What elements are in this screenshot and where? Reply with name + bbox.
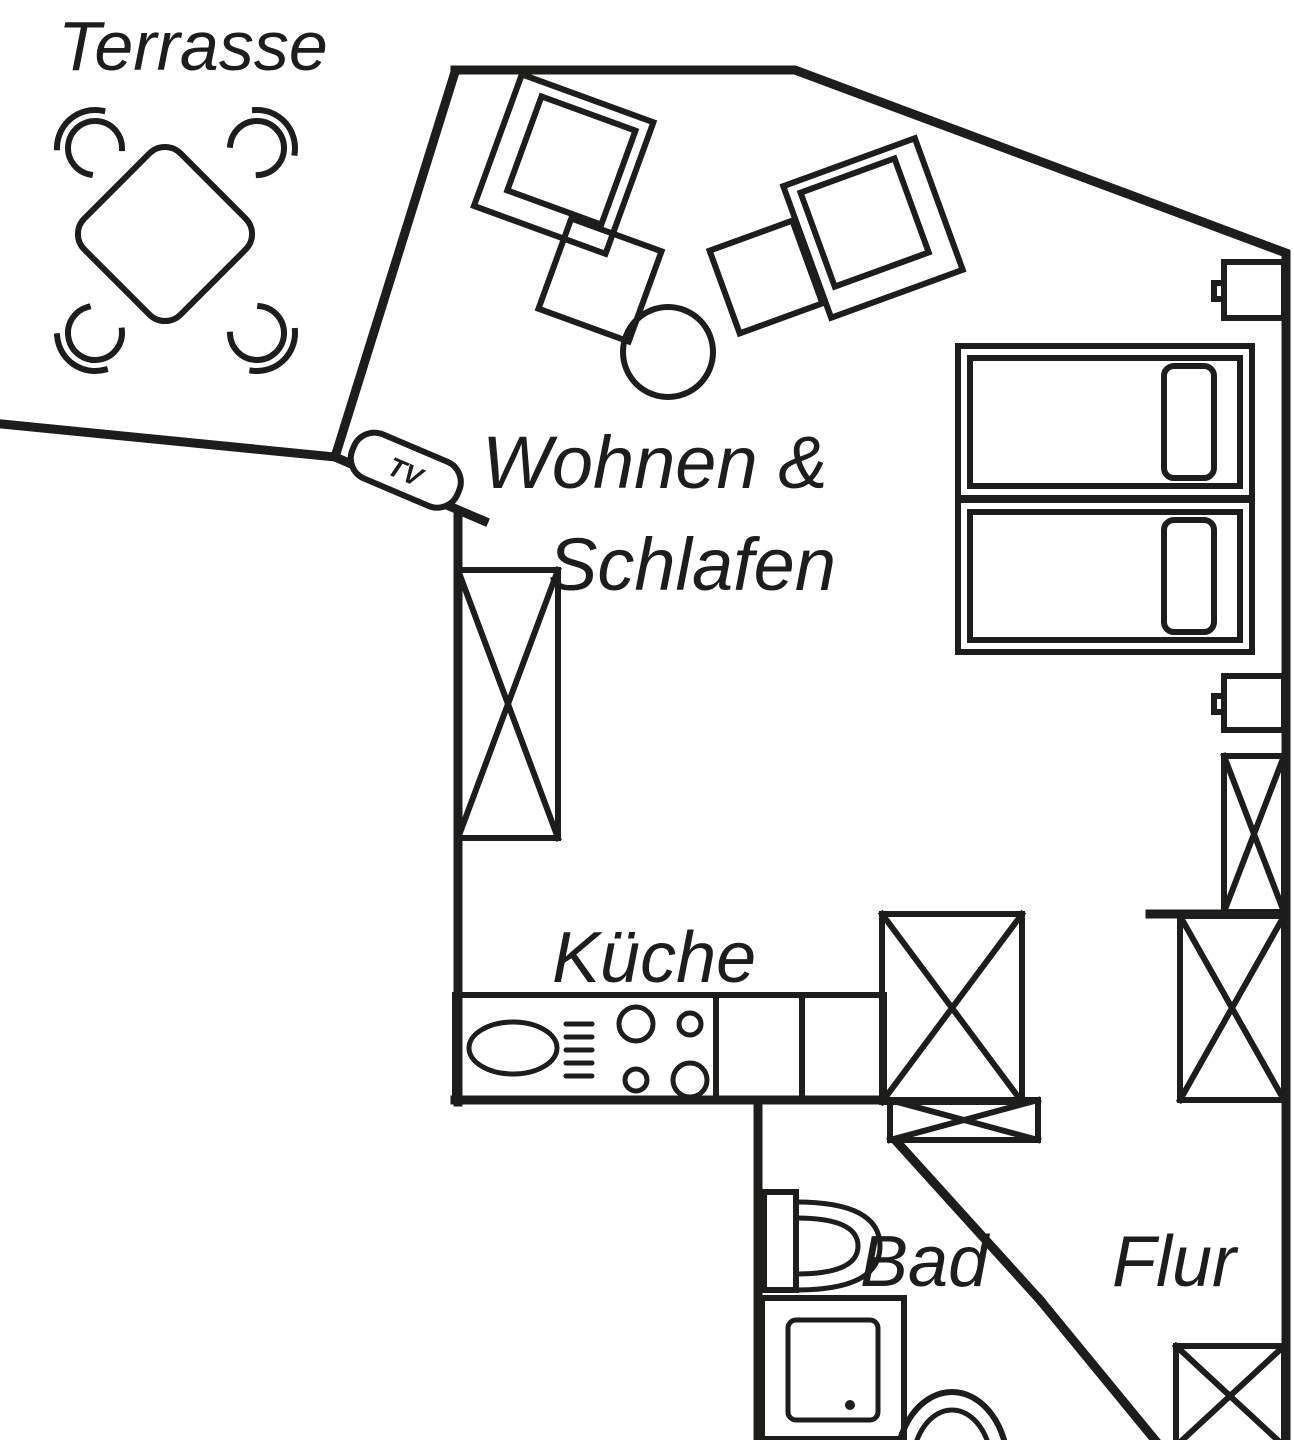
bed-pillow [1161, 363, 1217, 481]
chair-back-arc [216, 107, 298, 189]
living-room: Wohnen & Schlafen [470, 70, 967, 606]
bathroom: Bad [759, 1189, 1008, 1440]
chair-back-arc [54, 107, 136, 189]
dish-drainer-icon [563, 1021, 595, 1079]
stool-top [534, 214, 666, 346]
stool-icon [705, 216, 827, 338]
shower-icon [759, 1295, 907, 1440]
kitchen-room: Küche [452, 918, 887, 1103]
bed-mattress [967, 355, 1243, 489]
double-bed-icon [955, 343, 1255, 655]
armchair-outer [470, 70, 658, 258]
wardrobe-right-icon [1175, 911, 1289, 1105]
hallway: Flur [1112, 1222, 1289, 1440]
burner [622, 1066, 650, 1094]
terrace-table-top [74, 143, 256, 325]
living-room-label-line1: Wohnen & [482, 421, 828, 504]
wardrobe-bottom-icon [1171, 1341, 1289, 1440]
armchair-icon [779, 134, 967, 322]
shower-tray [785, 1317, 881, 1423]
chair-seat-arc [227, 118, 287, 178]
armchair-icon [470, 70, 658, 258]
chair-seat-arc [65, 118, 125, 178]
terrace-room: Terrasse [54, 7, 328, 374]
stool-icon [534, 214, 666, 346]
washbasin-bowl-inner [793, 1215, 861, 1277]
washbasin-back [761, 1189, 799, 1293]
wardrobe-body [1221, 753, 1287, 915]
terrace-room-label: Terrasse [58, 7, 328, 85]
wardrobe-body [1177, 913, 1287, 1103]
tv-body [347, 429, 464, 511]
radiator-icon [1221, 673, 1287, 733]
bath-room-label: Bad [860, 1222, 990, 1302]
washbasin-icon [761, 1189, 883, 1293]
terrace-chair-icon [216, 292, 298, 374]
wardrobe-left-icon [454, 566, 562, 842]
chair-seat-arc [65, 303, 125, 363]
armchair-seat [503, 92, 640, 229]
shower-enclosure [759, 1295, 907, 1440]
chair-back-arc [216, 292, 298, 374]
bed-mattress [967, 509, 1243, 643]
chair-seat-arc [227, 303, 287, 363]
right-wall-fixtures [1175, 259, 1289, 1105]
hall-room-label: Flur [1112, 1222, 1239, 1302]
wardrobe-x-brace [1171, 1341, 1289, 1440]
walls [0, 65, 1291, 1440]
tv-icon: TV [347, 429, 464, 511]
stove-icon [616, 1004, 710, 1100]
wardrobe-body [1173, 1343, 1287, 1440]
armchair-outer [779, 134, 967, 322]
burner [616, 1004, 656, 1044]
bath-hall-divider-upper [890, 1135, 1047, 1307]
terrace-table-icon [74, 143, 256, 325]
kitchen-counter [452, 992, 887, 1103]
kitchen-sink-icon [466, 1019, 560, 1077]
terrace-chair-icon [216, 107, 298, 189]
cabinet-body [887, 1097, 1041, 1143]
toilet-outer [896, 1389, 1008, 1440]
wardrobe-tall-icon [1220, 752, 1288, 916]
armchair-seat [796, 154, 933, 291]
side-table-icon [620, 304, 716, 400]
bed-pillow [1161, 517, 1217, 635]
kitchen-room-label: Küche [552, 918, 756, 998]
washbasin-bowl-outer [793, 1199, 883, 1293]
radiator-valve [1211, 280, 1227, 302]
shower-drain [845, 1400, 855, 1410]
chair-back-arc [54, 292, 136, 374]
radiator-icon [1221, 259, 1287, 321]
terrace-edge-wall [0, 419, 340, 462]
stool-top [705, 216, 827, 338]
living-room-label-line2: Schlafen [548, 523, 836, 606]
counter-dividers [713, 992, 805, 1103]
wardrobe-x-brace [877, 909, 1027, 1107]
burner [676, 1010, 704, 1038]
terrace-chair-icon [54, 292, 136, 374]
terrace-chair-icon [54, 107, 136, 189]
terrace-living-divider-wall [329, 66, 461, 463]
toilet-bowl [914, 1407, 990, 1440]
wardrobe-middle-icon [877, 909, 1027, 1107]
bath-hall-divider-lower [1033, 1293, 1161, 1440]
toilet-icon [896, 1389, 1008, 1440]
wardrobe-x-brace [1220, 752, 1288, 916]
cabinet-x-brace [886, 1096, 1042, 1144]
low-cabinet-icon [886, 1096, 1042, 1144]
wardrobe-body [455, 567, 561, 841]
wardrobe-x-brace [454, 566, 562, 842]
radiator-valve [1211, 693, 1227, 715]
burner [670, 1060, 710, 1100]
bed-frame [955, 497, 1255, 655]
wardrobe-x-brace [1175, 911, 1289, 1105]
